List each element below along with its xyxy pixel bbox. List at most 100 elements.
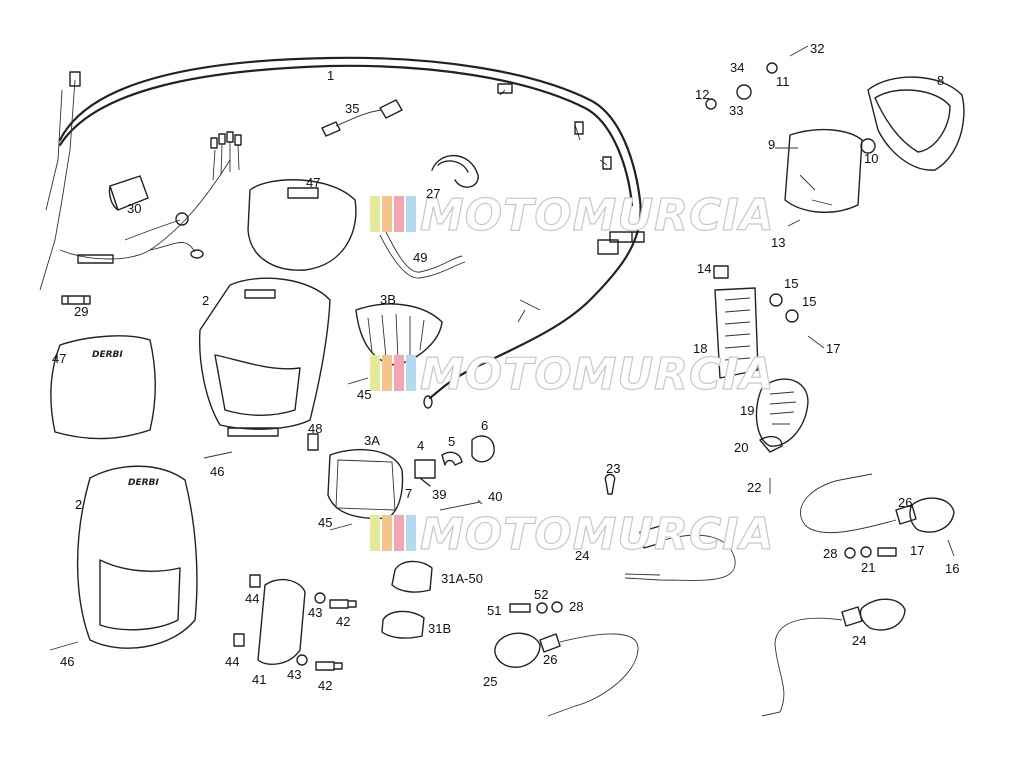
callout-23: 23 [606, 461, 620, 476]
headlight-3a-part [327, 448, 404, 520]
nut-44b [233, 633, 245, 647]
callout-44a: 44 [245, 591, 259, 606]
callout-12: 12 [695, 87, 709, 102]
callout-47a: 47 [306, 175, 320, 190]
callout-8: 8 [937, 73, 944, 88]
screw-51 [509, 603, 531, 613]
callout-16: 16 [945, 561, 959, 576]
bulb-part [471, 435, 495, 463]
callout-33: 33 [729, 103, 743, 118]
nut-14 [713, 265, 729, 279]
callout-43b: 43 [287, 667, 301, 682]
callout-15b: 15 [802, 294, 816, 309]
regulator-part [713, 265, 825, 379]
bracket-part [257, 578, 306, 666]
grommet-48 [307, 433, 319, 451]
watermark-text-1: MOTOMURCIA [420, 190, 775, 241]
callout-34: 34 [730, 60, 744, 75]
callout-4: 4 [417, 438, 424, 453]
callout-45a: 45 [357, 387, 371, 402]
callout-26b: 26 [898, 495, 912, 510]
callout-41: 41 [252, 672, 266, 687]
callout-17a: 17 [826, 341, 840, 356]
wiring-harness [39, 56, 645, 409]
nut-28a [551, 601, 563, 613]
washer-15b [785, 309, 799, 323]
callout-20: 20 [734, 440, 748, 455]
screw-17a [807, 335, 825, 349]
screw-17b [877, 547, 897, 557]
callout-29: 29 [74, 304, 88, 319]
washer-52 [536, 602, 548, 614]
turn-signal-rear-left [761, 598, 906, 717]
callout-44b: 44 [225, 654, 239, 669]
callout-27: 27 [426, 186, 440, 201]
nut-28b [844, 547, 856, 559]
callout-24b: 24 [852, 633, 866, 648]
fairing-tag [287, 187, 319, 199]
screw-42a [329, 599, 357, 609]
number-plate-part: DERBI [50, 335, 156, 440]
callout-31a: 31A-50 [441, 571, 483, 586]
bulb-holder-part [414, 459, 436, 487]
hose-part [379, 231, 466, 279]
callout-2a: 2 [202, 293, 209, 308]
connector-cable-part [321, 99, 403, 137]
washer-43b [296, 654, 308, 666]
screw-45b [329, 523, 353, 531]
screw-46a [203, 451, 233, 459]
callout-9: 9 [768, 137, 775, 152]
spacer-34 [736, 84, 752, 100]
callout-25: 25 [483, 674, 497, 689]
screw-16 [947, 539, 955, 557]
callout-30: 30 [127, 201, 141, 216]
socket-31b-part [381, 610, 425, 639]
nut-12 [705, 98, 717, 110]
callout-39: 39 [432, 487, 446, 502]
callout-3a: 3A [364, 433, 380, 448]
watermark-text-2: MOTOMURCIA [420, 349, 775, 400]
fuse-part [61, 295, 91, 305]
callout-21: 21 [861, 560, 875, 575]
brand-logo: DERBI [92, 350, 123, 360]
bracket-20 [759, 435, 783, 453]
watermark-3: MOTOMURCIA [370, 508, 775, 561]
callouts: 1 2 2 3A 3B 4 5 6 7 8 9 10 11 12 13 14 1… [52, 41, 959, 693]
washer-15a [769, 293, 783, 307]
front-fairing-lower: DERBI [76, 465, 198, 649]
callout-24a: 24 [575, 548, 589, 563]
socket-31a-part [391, 560, 433, 593]
callout-6: 6 [481, 418, 488, 433]
callout-43a: 43 [308, 605, 322, 620]
turn-signal-center [624, 525, 736, 581]
screw-46b [49, 641, 79, 651]
callout-22: 22 [747, 480, 761, 495]
clip-part [441, 451, 463, 466]
callout-47b: 47 [52, 351, 66, 366]
screw-13 [787, 219, 801, 227]
clamp-part [431, 154, 479, 188]
rubber-cap-part [108, 175, 149, 211]
callout-35: 35 [345, 101, 359, 116]
callout-32: 32 [810, 41, 824, 56]
horn-part [755, 378, 809, 494]
brand-logo-lower: DERBI [128, 478, 159, 488]
screw-32 [789, 45, 809, 57]
callout-11: 11 [776, 74, 790, 89]
watermark-text-3: MOTOMURCIA [420, 509, 775, 560]
watermark-1: MOTOMURCIA [370, 189, 775, 242]
callout-42b: 42 [318, 678, 332, 693]
turn-signal-front-left [494, 632, 639, 717]
screw-pair [439, 499, 483, 511]
front-fairing-upper [198, 277, 331, 437]
washer-43a [314, 592, 326, 604]
callout-10: 10 [864, 151, 878, 166]
callout-42a: 42 [336, 614, 350, 629]
callout-40: 40 [488, 489, 502, 504]
callout-45b: 45 [318, 515, 332, 530]
bulb-10 [860, 138, 876, 154]
callout-48: 48 [308, 421, 322, 436]
callout-18: 18 [693, 341, 707, 356]
callout-3b: 3B [380, 292, 396, 307]
